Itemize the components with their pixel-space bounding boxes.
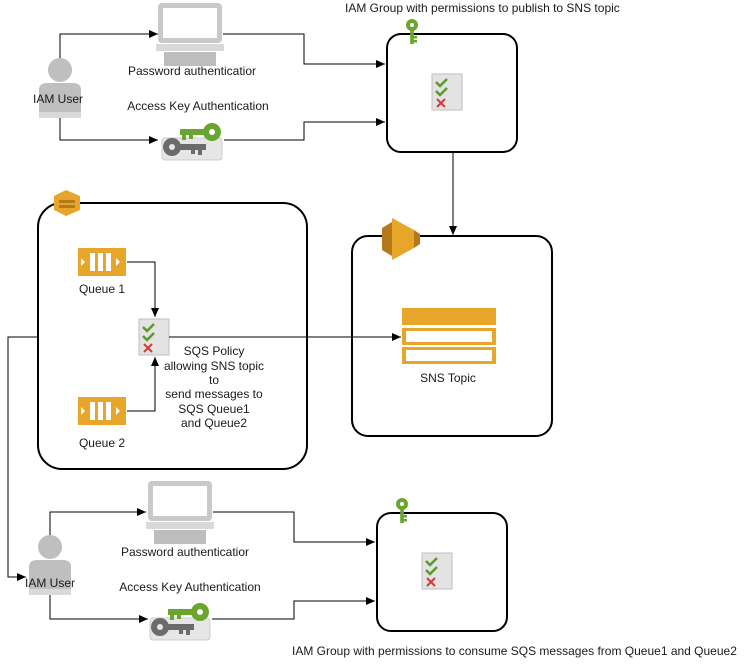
sqs-icon: [54, 190, 80, 216]
bottom-group-label: IAM Group with permissions to consume SQ…: [292, 644, 737, 658]
edge-queue1-to-policy: [127, 261, 159, 317]
sqs-box: [37, 202, 308, 470]
policy-line: SQS Policy: [184, 344, 245, 358]
sns-topic-icon: [402, 308, 496, 364]
policy-line: allowing SNS topic: [164, 359, 264, 373]
bottom-monitor-icon: [146, 481, 214, 544]
bottom-user-label: IAM User: [25, 576, 75, 590]
edge-bottom-password-to-group: [213, 511, 375, 546]
edge-bottom-user-to-password: [49, 508, 146, 535]
top-policy-doc-icon: [430, 72, 464, 112]
top-user-icon: [39, 58, 81, 118]
sqs-policy-text: SQS Policy allowing SNS topic to send me…: [164, 344, 264, 430]
bottom-keys-icon: [149, 602, 211, 641]
policy-line: SQS Queue1: [178, 402, 250, 416]
edge-top-password-to-group: [223, 33, 385, 68]
queue1-label: Queue 1: [79, 282, 125, 296]
top-group-label: IAM Group with permissions to publish to…: [345, 1, 620, 15]
top-password-label: Password authenticatior: [128, 64, 256, 78]
queue2-label: Queue 2: [79, 436, 125, 450]
queue1-icon: [78, 248, 126, 276]
edge-sqs-to-bottom-user: [7, 336, 38, 581]
edge-bottom-user-to-accesskey: [49, 595, 148, 623]
policy-line: send messages to: [165, 387, 263, 401]
edge-bottom-accesskey-to-group: [212, 597, 375, 620]
bottom-policy-doc-icon: [420, 551, 454, 591]
sns-icon: [382, 218, 420, 260]
sqs-policy-doc-icon: [137, 317, 171, 357]
top-keys-icon: [161, 122, 223, 161]
top-monitor-icon: [156, 3, 224, 66]
top-access-key-label: Access Key Authentication: [127, 99, 268, 113]
policy-line: to: [209, 373, 219, 387]
edge-top-user-to-password: [59, 30, 158, 58]
bottom-password-label: Password authenticatior: [121, 545, 249, 559]
sns-topic-label: SNS Topic: [420, 371, 476, 385]
edge-top-user-to-accesskey: [59, 118, 158, 144]
bottom-access-key-label: Access Key Authentication: [119, 580, 260, 594]
edge-queue2-to-policy: [127, 357, 159, 412]
policy-line: and Queue2: [181, 416, 247, 430]
top-user-label: IAM User: [33, 92, 83, 106]
queue2-icon: [78, 397, 126, 425]
edge-top-accesskey-to-group: [224, 118, 385, 141]
